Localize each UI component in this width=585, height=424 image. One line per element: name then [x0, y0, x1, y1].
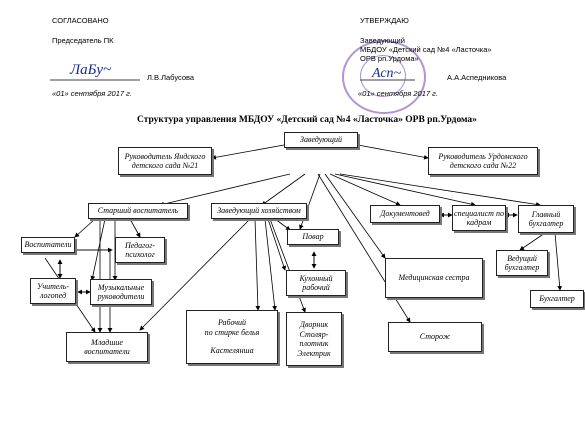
approval-right: УТВЕРЖДАЮ — [360, 16, 409, 25]
official-seal — [342, 40, 426, 114]
name-left: Л.В.Лабусова — [147, 73, 195, 82]
signature-left: ЛаБу~ — [70, 62, 112, 78]
approval-left: СОГЛАСОВАНО — [52, 16, 109, 25]
box-cook: Повар — [287, 229, 339, 245]
org-line2-right: ОРВ рп.Урдома» — [360, 54, 419, 63]
box-watchman: Сторож — [388, 322, 482, 352]
date-left: «01» сентября 2017 г. — [52, 89, 132, 98]
box-doc-clerk: Документовед — [370, 205, 440, 223]
org-line1-right: МБДОУ «Детский сад №4 «Ласточка» — [360, 45, 492, 54]
position-right: Заведующий — [360, 36, 405, 45]
date-right: «01» сентября 2017 г. — [358, 89, 438, 98]
official-seal-inner — [360, 55, 406, 97]
box-speech-therapist: Учитель-логопед — [30, 278, 76, 304]
box-accountant: Бухгалтер — [530, 290, 584, 308]
box-nurse: Медицинская сестра — [385, 258, 483, 298]
box-caretakers: Воспитатели — [21, 237, 75, 253]
name-right: А.А.Аспедникова — [447, 73, 507, 82]
box-head: Заведующий — [284, 132, 358, 148]
position-left: Председатель ПК — [52, 36, 114, 45]
box-supply-head: Заведующий хозяйством — [211, 203, 307, 219]
box-senior-teacher: Старший воспитатель — [88, 203, 188, 219]
box-psychologist: Педагог-психолог — [115, 237, 165, 263]
signature-right: Асп~ — [372, 66, 402, 81]
page-title: Структура управления МБДОУ «Детский сад … — [137, 115, 477, 125]
